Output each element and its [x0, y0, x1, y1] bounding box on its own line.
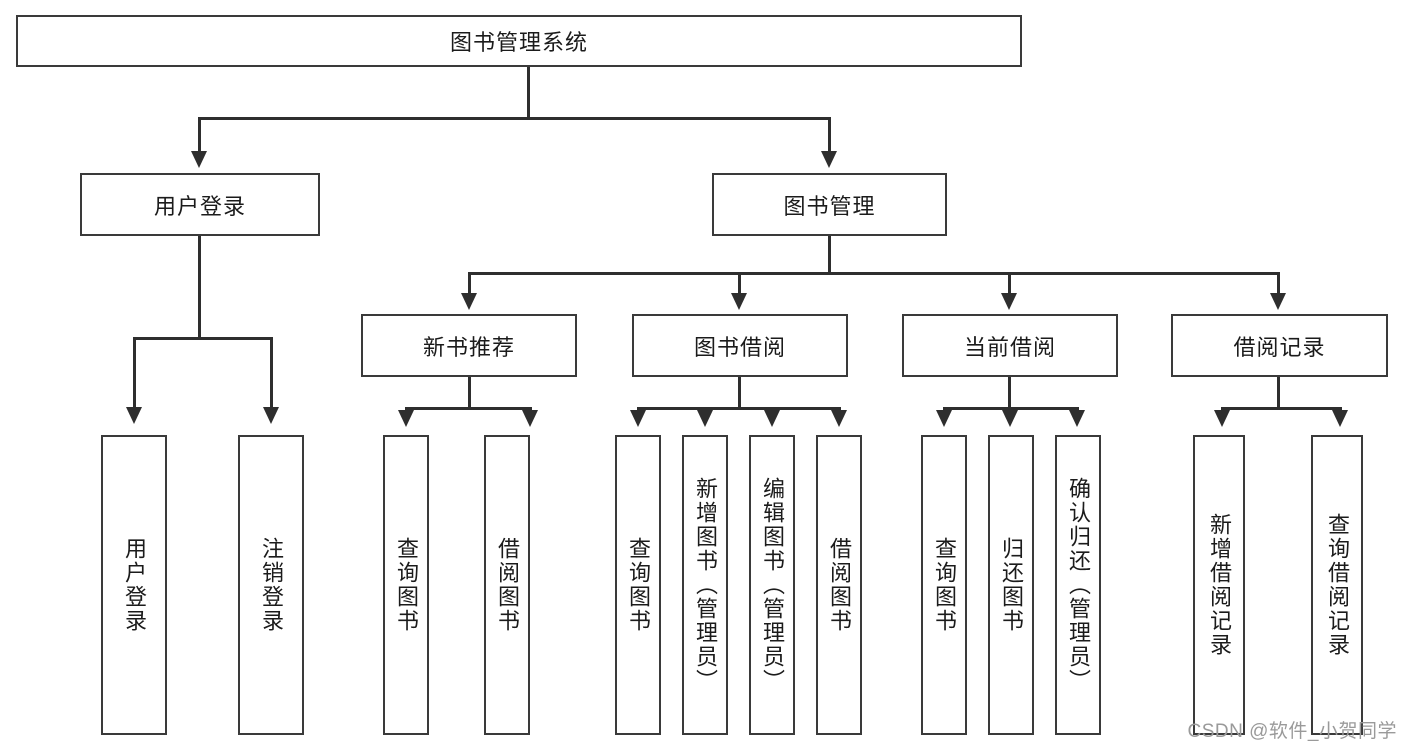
node-new-book-recommend[interactable]: 新书推荐: [361, 314, 577, 377]
connector-borrow-record-stem: [1277, 377, 1280, 409]
arrow-current-borrow: [1001, 293, 1017, 310]
arrow-book-management: [821, 151, 837, 168]
node-label: 确认归还（管理员）: [1065, 477, 1091, 693]
node-label: 当前借阅: [963, 334, 1056, 360]
connector-new-book-recommend-stem: [468, 377, 471, 409]
connector-book-borrow-stem: [738, 377, 741, 409]
arrow-leaf-add-record: [1214, 410, 1230, 427]
node-book-borrow[interactable]: 图书借阅: [632, 314, 848, 377]
node-leaf-query-record[interactable]: 查询借阅记录: [1311, 435, 1363, 735]
connector-root-stem: [527, 67, 530, 119]
node-label: 查询借阅记录: [1324, 513, 1350, 657]
connector-current-borrow-stem: [1008, 377, 1011, 409]
node-label: 查询图书: [931, 537, 957, 633]
arrow-book-borrow: [731, 293, 747, 310]
connector-new-book-recommend-bus: [405, 407, 532, 410]
connector-drop-new-book-recommend: [468, 272, 471, 295]
connector-book-management-stem: [828, 236, 831, 274]
node-leaf-return-book[interactable]: 归还图书: [988, 435, 1034, 735]
node-leaf-edit-book[interactable]: 编辑图书（管理员）: [749, 435, 795, 735]
node-label: 新增图书（管理员）: [692, 477, 718, 693]
arrow-leaf-user-logout: [263, 407, 279, 424]
connector-drop-leaf-user-logout: [270, 337, 273, 409]
connector-book-borrow-bus: [637, 407, 840, 410]
node-label: 图书借阅: [693, 334, 786, 360]
watermark-text: CSDN @软件_小贺同学: [1187, 721, 1397, 742]
node-user-login[interactable]: 用户登录: [80, 173, 320, 236]
node-leaf-query-book-1[interactable]: 查询图书: [383, 435, 429, 735]
connector-drop-book-borrow: [738, 272, 741, 295]
arrow-leaf-borrow-book-1: [522, 410, 538, 427]
node-borrow-record[interactable]: 借阅记录: [1171, 314, 1388, 377]
node-current-borrow[interactable]: 当前借阅: [902, 314, 1118, 377]
node-label: 用户登录: [121, 537, 147, 633]
node-root-book-management-system[interactable]: 图书管理系统: [16, 15, 1022, 67]
connector-level1-bus: [198, 117, 831, 120]
node-label: 借阅图书: [826, 537, 852, 633]
node-label: 查询图书: [393, 537, 419, 633]
node-label: 图书管理系统: [449, 30, 588, 55]
node-label: 借阅记录: [1233, 334, 1326, 360]
node-leaf-confirm-return[interactable]: 确认归还（管理员）: [1055, 435, 1101, 735]
connector-borrow-record-bus: [1221, 407, 1342, 410]
connector-drop-current-borrow: [1008, 272, 1011, 295]
arrow-borrow-record: [1270, 293, 1286, 310]
arrow-leaf-confirm-return: [1069, 410, 1085, 427]
connector-level2-bus: [468, 272, 1279, 275]
arrow-leaf-return-book: [1002, 410, 1018, 427]
node-leaf-user-logout[interactable]: 注销登录: [238, 435, 304, 735]
node-label: 查询图书: [625, 537, 651, 633]
node-leaf-add-record[interactable]: 新增借阅记录: [1193, 435, 1245, 735]
arrow-leaf-add-book: [697, 410, 713, 427]
node-label: 编辑图书（管理员）: [759, 477, 785, 693]
node-leaf-query-book-2[interactable]: 查询图书: [615, 435, 661, 735]
arrow-leaf-query-record: [1332, 410, 1348, 427]
node-leaf-user-login[interactable]: 用户登录: [101, 435, 167, 735]
node-label: 新书推荐: [422, 334, 515, 360]
arrow-leaf-query-book-2: [630, 410, 646, 427]
node-leaf-add-book[interactable]: 新增图书（管理员）: [682, 435, 728, 735]
node-leaf-borrow-book-2[interactable]: 借阅图书: [816, 435, 862, 735]
connector-drop-leaf-user-login: [133, 337, 136, 409]
node-leaf-query-book-3[interactable]: 查询图书: [921, 435, 967, 735]
arrow-leaf-query-book-3: [936, 410, 952, 427]
node-label: 借阅图书: [494, 537, 520, 633]
arrow-leaf-user-login: [126, 407, 142, 424]
node-leaf-borrow-book-1[interactable]: 借阅图书: [484, 435, 530, 735]
arrow-user-login: [191, 151, 207, 168]
arrow-leaf-edit-book: [764, 410, 780, 427]
arrow-new-book-recommend: [461, 293, 477, 310]
connector-user-login-bus: [133, 337, 272, 340]
node-label: 新增借阅记录: [1206, 513, 1232, 657]
node-label: 归还图书: [998, 537, 1024, 633]
node-label: 注销登录: [258, 537, 284, 633]
arrow-leaf-borrow-book-2: [831, 410, 847, 427]
node-label: 图书管理: [783, 193, 876, 219]
connector-user-login-stem: [198, 236, 201, 339]
connector-drop-borrow-record: [1277, 272, 1280, 295]
node-book-management[interactable]: 图书管理: [712, 173, 947, 236]
connector-drop-user-login: [198, 117, 201, 153]
connector-drop-book-management: [828, 117, 831, 153]
arrow-leaf-query-book-1: [398, 410, 414, 427]
node-label: 用户登录: [153, 193, 246, 219]
